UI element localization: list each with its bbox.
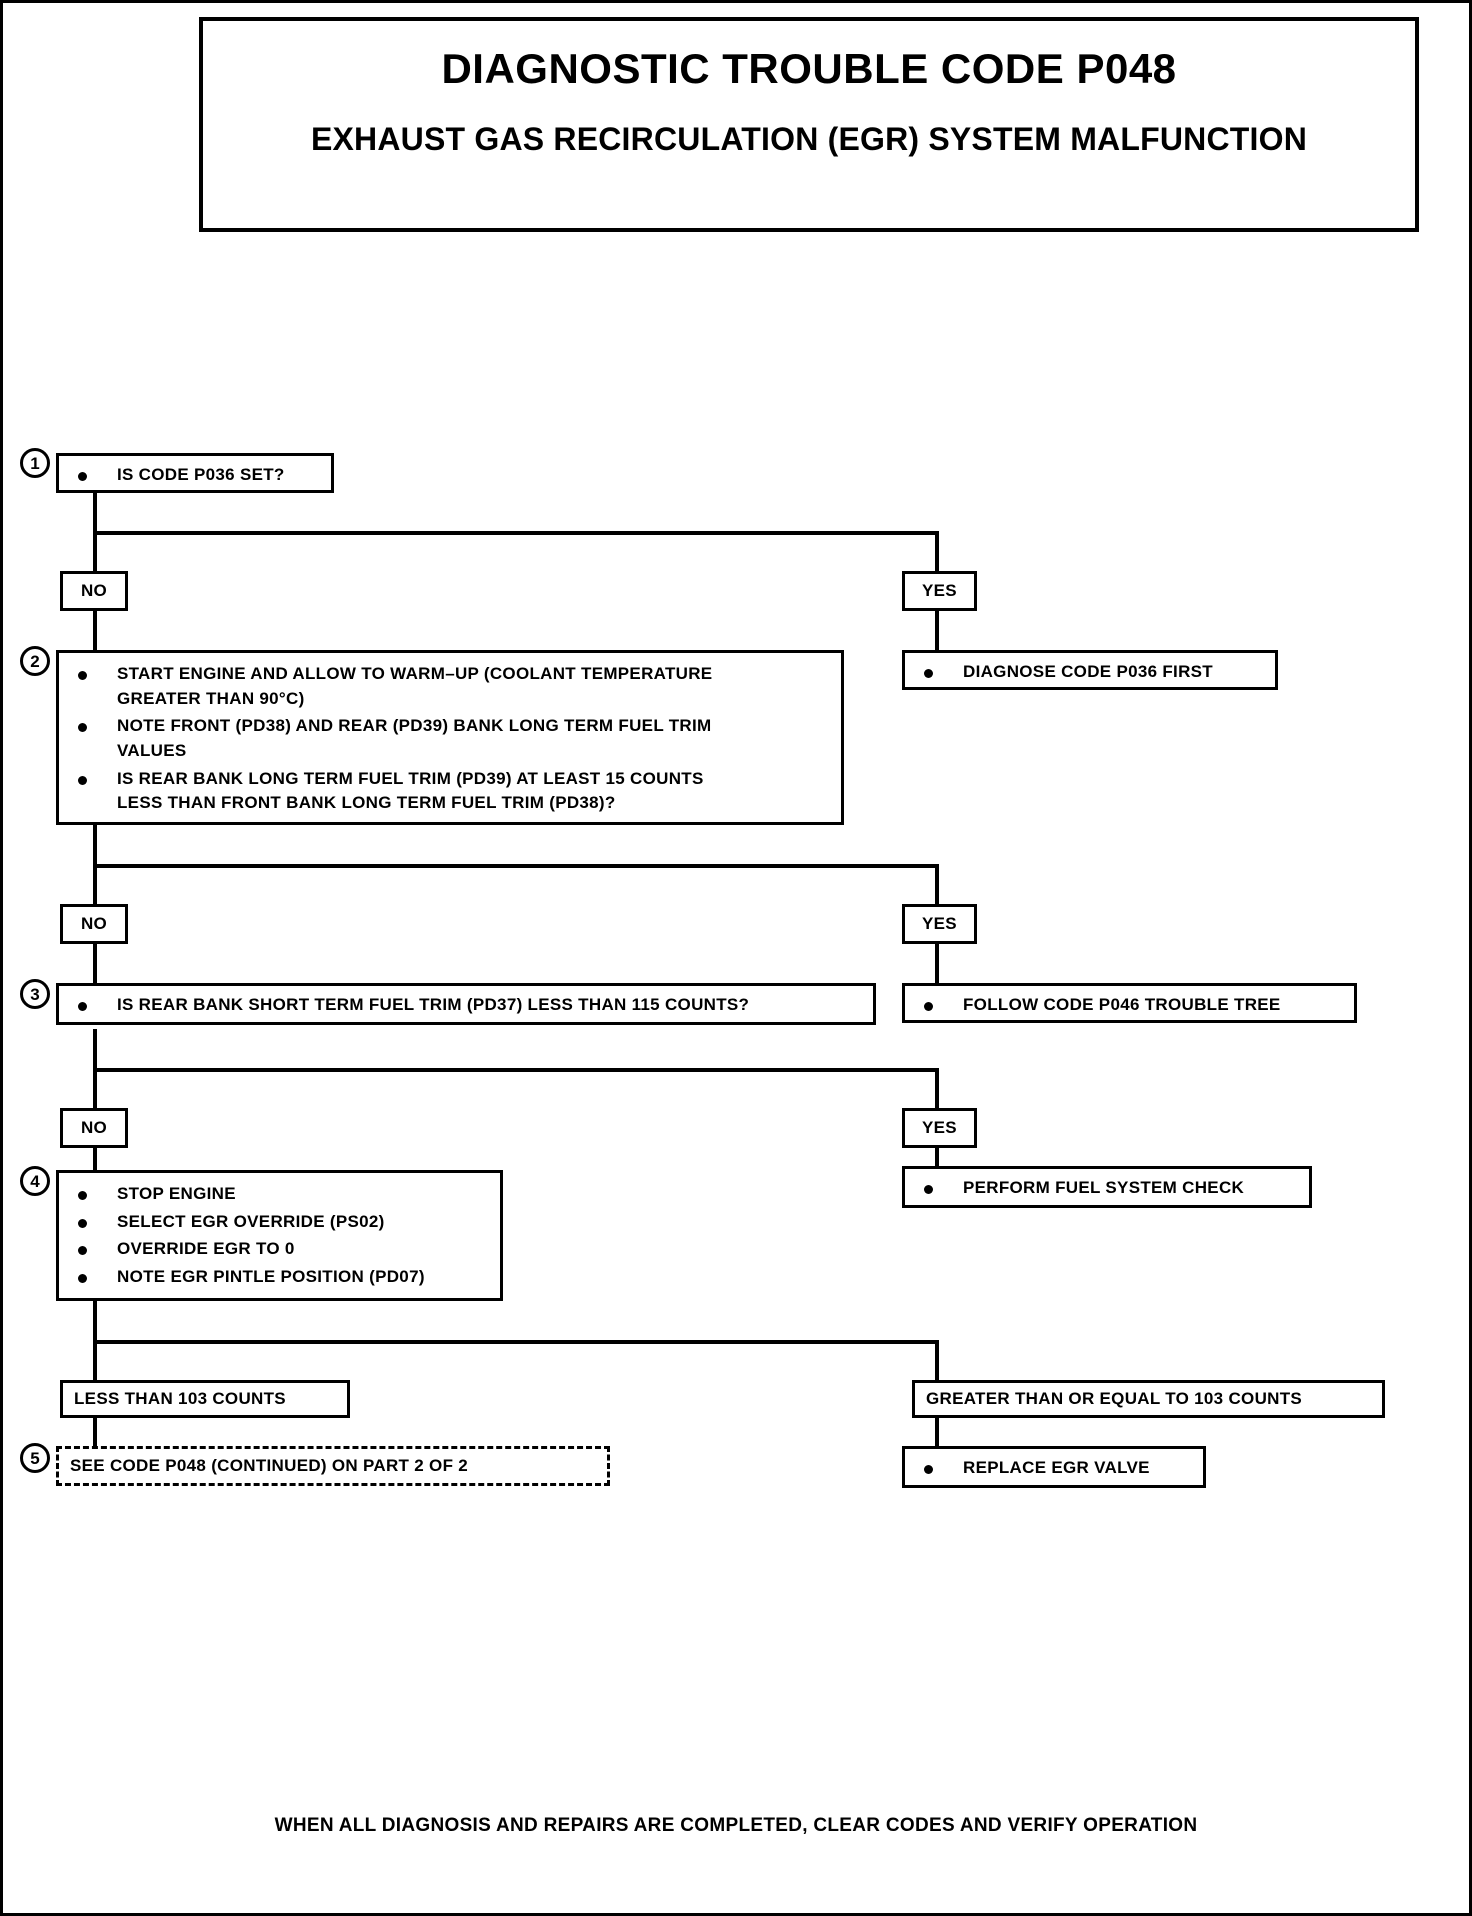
connector-step4-down: [93, 1301, 97, 1344]
node-step2-bullet-0: START ENGINE AND ALLOW TO WARM–UP (COOLA…: [73, 662, 831, 711]
branch-yes-3-label: YES: [922, 1117, 957, 1137]
branch-no-3-label: NO: [80, 1117, 108, 1137]
node-step1-yes-bullet-0: DIAGNOSE CODE P036 FIRST: [919, 660, 1263, 685]
connector-no2-to-step3: [93, 943, 97, 983]
node-step4-bullet-0: STOP ENGINE: [73, 1182, 490, 1207]
connector-step1-yes-down: [935, 531, 939, 571]
step-number-3: 3: [20, 979, 50, 1009]
connector-no1-to-step2: [93, 610, 97, 650]
connector-step2-no-down: [93, 864, 97, 904]
step-number-4: 4: [20, 1166, 50, 1196]
node-step2-yes-result: FOLLOW CODE P046 TROUBLE TREE: [902, 983, 1357, 1023]
branch-no-3: NO: [60, 1108, 128, 1148]
node-step4-bullet-3: NOTE EGR PINTLE POSITION (PD07): [73, 1265, 490, 1290]
connector-step3-no-down: [93, 1068, 97, 1108]
node-step2-yes-list: FOLLOW CODE P046 TROUBLE TREE: [905, 986, 1354, 1025]
branch-no-1: NO: [60, 571, 128, 611]
connector-step2-split: [93, 864, 939, 868]
connector-step1-split: [93, 531, 939, 535]
title-banner: DIAGNOSTIC TROUBLE CODE P048 EXHAUST GAS…: [199, 17, 1419, 232]
node-replace-egr-valve-bullet-0: REPLACE EGR VALVE: [919, 1456, 1191, 1481]
node-replace-egr-valve: REPLACE EGR VALVE: [902, 1446, 1206, 1488]
footer-note: WHEN ALL DIAGNOSIS AND REPAIRS ARE COMPL…: [274, 1815, 1198, 1836]
node-replace-egr-valve-list: REPLACE EGR VALVE: [905, 1449, 1203, 1488]
node-step2-yes-bullet-0: FOLLOW CODE P046 TROUBLE TREE: [919, 993, 1342, 1018]
node-step1-yes-list: DIAGNOSE CODE P036 FIRST: [905, 653, 1275, 692]
node-step4: STOP ENGINE SELECT EGR OVERRIDE (PS02) O…: [56, 1170, 503, 1301]
connector-step1-down: [93, 492, 97, 535]
connector-step1-no-down: [93, 531, 97, 571]
branch-yes-1: YES: [902, 571, 977, 611]
branch-no-2: NO: [60, 904, 128, 944]
connector-ge-to-result: [935, 1418, 939, 1458]
node-step3-yes-bullet-0: PERFORM FUEL SYSTEM CHECK: [919, 1176, 1297, 1201]
branch-no-1-label: NO: [80, 580, 108, 600]
connector-step4-split: [93, 1340, 939, 1344]
connector-step2-down: [93, 825, 97, 868]
node-step3-yes-list: PERFORM FUEL SYSTEM CHECK: [905, 1169, 1309, 1208]
branch-yes-2-label: YES: [922, 913, 957, 933]
step-number-1: 1: [20, 448, 50, 478]
node-step2: START ENGINE AND ALLOW TO WARM–UP (COOLA…: [56, 650, 844, 825]
connector-step4-ge-down: [935, 1340, 939, 1380]
branch-greater-equal-103-label: GREATER THAN OR EQUAL TO 103 COUNTS: [926, 1388, 1303, 1408]
branch-less-than-103: LESS THAN 103 COUNTS: [60, 1380, 350, 1418]
connector-step3-split: [93, 1068, 939, 1072]
node-step4-bullet-1: SELECT EGR OVERRIDE (PS02): [73, 1210, 490, 1235]
connector-no3-to-step4: [93, 1147, 97, 1187]
connector-step3-yes-down: [935, 1068, 939, 1108]
node-step5-continued[interactable]: SEE CODE P048 (CONTINUED) ON PART 2 OF 2: [56, 1446, 610, 1486]
step-number-5: 5: [20, 1443, 50, 1473]
node-step1: IS CODE P036 SET?: [56, 453, 334, 493]
branch-yes-1-label: YES: [922, 580, 957, 600]
branch-yes-3: YES: [902, 1108, 977, 1148]
connector-step3-down: [93, 1029, 97, 1072]
connector-yes2-to-result: [935, 943, 939, 983]
branch-yes-2: YES: [902, 904, 977, 944]
node-step2-bullet-2: IS REAR BANK LONG TERM FUEL TRIM (PD39) …: [73, 767, 831, 816]
step-number-2: 2: [20, 646, 50, 676]
branch-less-than-103-label: LESS THAN 103 COUNTS: [74, 1388, 286, 1408]
node-step1-yes-result: DIAGNOSE CODE P036 FIRST: [902, 650, 1278, 690]
node-step3-list: IS REAR BANK SHORT TERM FUEL TRIM (PD37)…: [59, 986, 873, 1025]
branch-no-2-label: NO: [80, 913, 108, 933]
node-step3-bullet-0: IS REAR BANK SHORT TERM FUEL TRIM (PD37)…: [73, 993, 861, 1018]
node-step2-list: START ENGINE AND ALLOW TO WARM–UP (COOLA…: [59, 653, 841, 825]
node-step3: IS REAR BANK SHORT TERM FUEL TRIM (PD37)…: [56, 983, 876, 1025]
node-step4-bullet-2: OVERRIDE EGR TO 0: [73, 1237, 490, 1262]
connector-less-to-step5: [93, 1418, 97, 1458]
node-step1-bullet-0: IS CODE P036 SET?: [73, 463, 319, 488]
connector-yes1-to-result: [935, 610, 939, 650]
page-subtitle: EXHAUST GAS RECIRCULATION (EGR) SYSTEM M…: [310, 121, 1308, 158]
node-step4-list: STOP ENGINE SELECT EGR OVERRIDE (PS02) O…: [59, 1173, 500, 1299]
node-step5-label: SEE CODE P048 (CONTINUED) ON PART 2 OF 2: [70, 1455, 469, 1475]
node-step1-list: IS CODE P036 SET?: [59, 456, 331, 495]
branch-greater-equal-103: GREATER THAN OR EQUAL TO 103 COUNTS: [912, 1380, 1385, 1418]
page-title: DIAGNOSTIC TROUBLE CODE P048: [441, 45, 1177, 92]
connector-step2-yes-down: [935, 864, 939, 904]
node-step3-yes-result: PERFORM FUEL SYSTEM CHECK: [902, 1166, 1312, 1208]
node-step2-bullet-1: NOTE FRONT (PD38) AND REAR (PD39) BANK L…: [73, 714, 831, 763]
connector-step4-less-down: [93, 1340, 97, 1380]
